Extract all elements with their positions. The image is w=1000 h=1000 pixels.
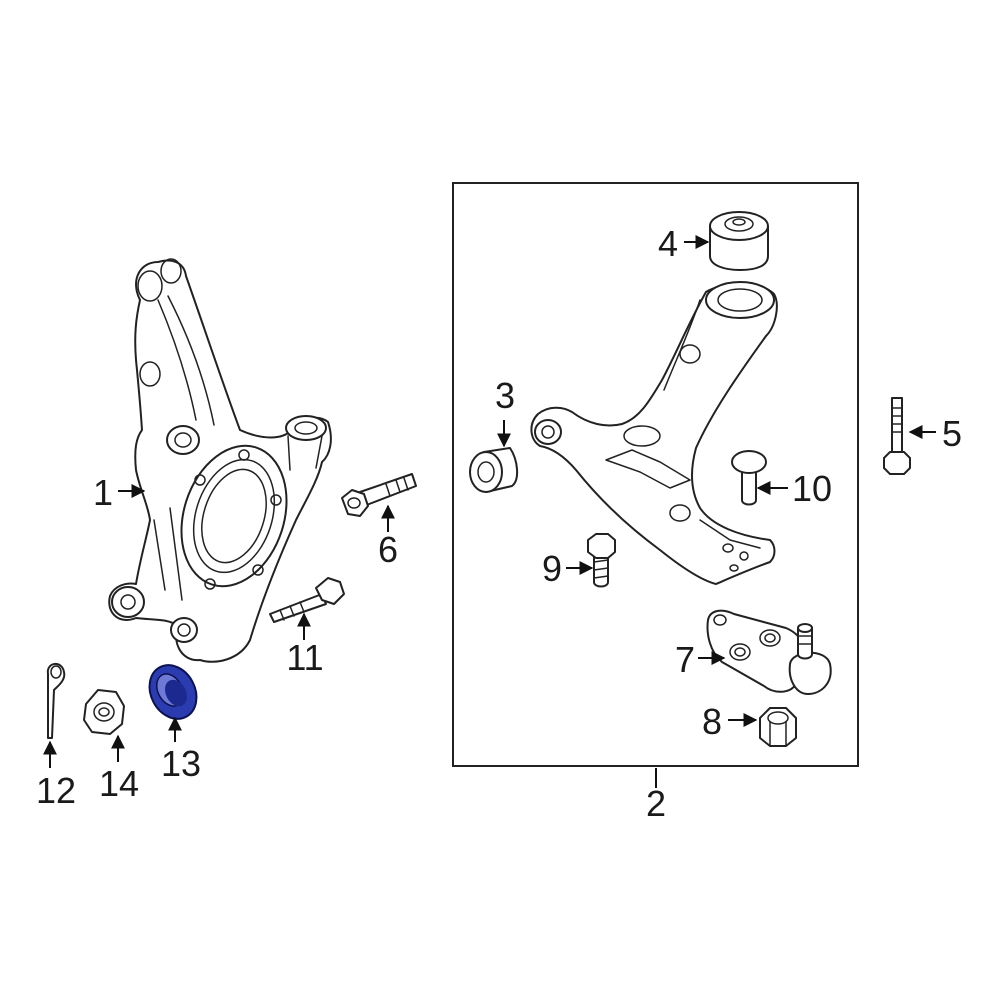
callout-9: 9	[542, 548, 562, 589]
callout-8: 8	[702, 701, 722, 742]
cotter-pin-part-12[interactable]	[46, 663, 66, 739]
front-bushing-part-3[interactable]	[469, 447, 518, 493]
lower-control-arm-part-2[interactable]	[530, 281, 778, 585]
seal-part-13[interactable]	[140, 657, 205, 727]
steering-knuckle-part-1[interactable]	[108, 258, 332, 663]
hex-nut-part-14[interactable]	[83, 689, 125, 735]
callout-11: 11	[286, 637, 323, 678]
callout-13: 13	[161, 743, 201, 784]
control-arm-group-box	[452, 182, 859, 767]
callout-2: 2	[646, 783, 666, 824]
callout-7: 7	[675, 639, 695, 680]
callout-1: 1	[93, 472, 113, 513]
nut-part-8[interactable]	[759, 707, 797, 747]
callout-10: 10	[792, 468, 832, 509]
long-bolt-part-5[interactable]	[883, 397, 911, 475]
ball-joint-part-7[interactable]	[706, 609, 832, 695]
callout-3: 3	[495, 375, 515, 416]
bolt-part-6[interactable]	[341, 473, 417, 517]
rear-bushing-part-4[interactable]	[709, 211, 769, 271]
callout-6: 6	[378, 529, 398, 570]
bolt-part-9[interactable]	[587, 533, 616, 588]
rivet-part-10[interactable]	[731, 450, 767, 506]
bolt-part-11[interactable]	[269, 577, 345, 623]
callout-14: 14	[99, 763, 139, 804]
callout-5: 5	[942, 413, 962, 454]
callout-12: 12	[36, 770, 76, 811]
callout-4: 4	[658, 223, 678, 264]
